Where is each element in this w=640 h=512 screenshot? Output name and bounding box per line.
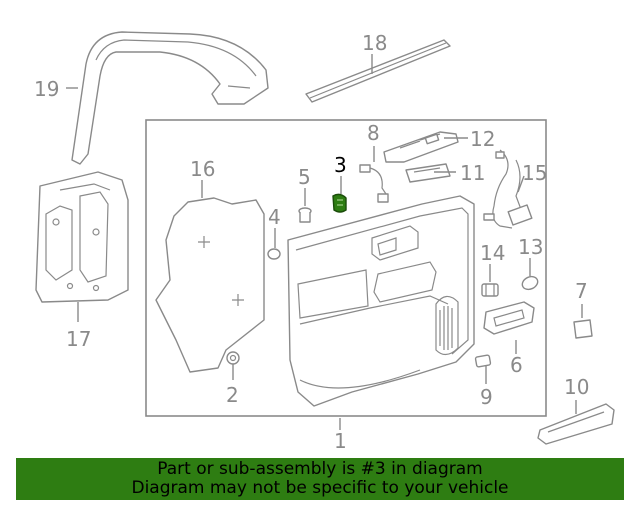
part-8-harness <box>359 164 389 203</box>
part-7-cap <box>573 319 593 339</box>
callout-15: 15 <box>522 161 547 185</box>
part-12-switch-bezel <box>383 131 459 163</box>
callout-18: 18 <box>362 31 387 55</box>
callout-2: 2 <box>226 383 239 407</box>
callout-4: 4 <box>268 205 281 229</box>
part-2-clip <box>226 351 240 365</box>
part-9-clip <box>474 354 492 368</box>
part-5-fastener <box>298 207 312 223</box>
part-1-door-trim-panel <box>287 195 475 407</box>
callout-1: 1 <box>334 429 347 453</box>
part-4-plug <box>267 248 281 260</box>
callout-17: 17 <box>66 327 91 351</box>
part-13-socket <box>521 275 539 291</box>
banner-line-2: Diagram may not be specific to your vehi… <box>131 478 509 498</box>
parts-diagram: 19 18 8 3 12 11 15 16 5 4 14 13 7 17 6 2… <box>34 31 615 453</box>
part-18-belt-molding <box>305 39 451 103</box>
part-17-door-bracket <box>35 171 129 303</box>
callout-11: 11 <box>460 161 485 185</box>
banner-line-1: Part or sub-assembly is #3 in diagram <box>157 459 483 479</box>
callout-12: 12 <box>470 127 495 151</box>
part-6-handle <box>483 301 535 335</box>
callout-16: 16 <box>190 157 215 181</box>
part-11-switch <box>405 163 451 183</box>
callout-9: 9 <box>480 385 493 409</box>
callout-3: 3 <box>334 153 347 177</box>
info-banner: Part or sub-assembly is #3 in diagram Di… <box>16 458 624 500</box>
part-3-highlighted <box>332 193 347 213</box>
callout-19: 19 <box>34 77 59 101</box>
callout-5: 5 <box>298 165 311 189</box>
part-19-pillar-trim <box>71 31 269 165</box>
callout-10: 10 <box>564 375 589 399</box>
part-14-switch <box>481 283 499 297</box>
part-15-wire-harness <box>483 149 533 229</box>
part-10-trim-strip <box>537 403 615 445</box>
callout-13: 13 <box>518 235 543 259</box>
assembly-frame <box>145 119 547 417</box>
part-16-insulator <box>155 197 265 373</box>
callout-7: 7 <box>575 279 588 303</box>
callout-14: 14 <box>480 241 505 265</box>
callout-6: 6 <box>510 353 523 377</box>
leader-lines <box>66 54 583 430</box>
callout-8: 8 <box>367 121 380 145</box>
